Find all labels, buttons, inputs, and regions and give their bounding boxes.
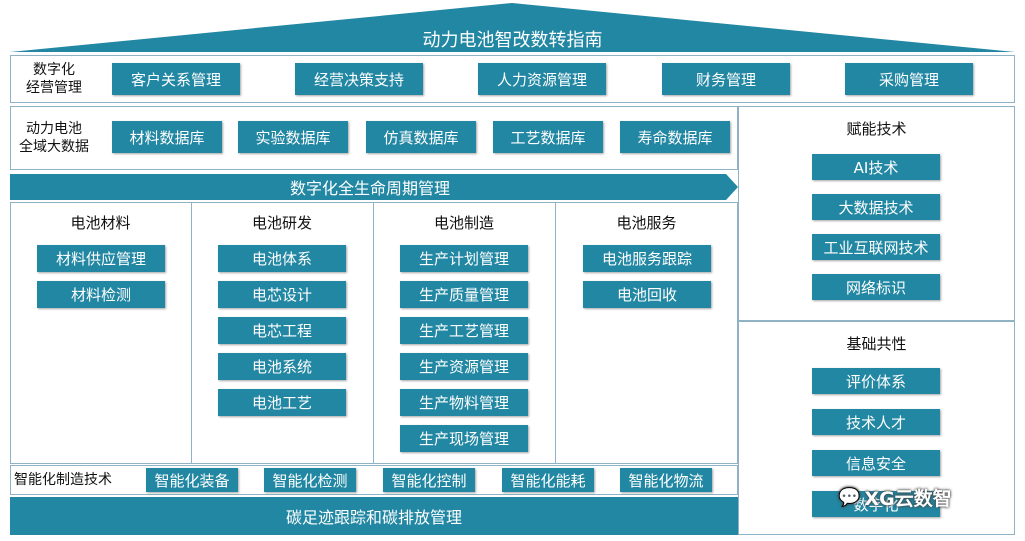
big-data-label: 动力电池 全域大数据 [19, 121, 89, 155]
foundation-title: 基础共性 [846, 335, 907, 353]
column-item: 生产资源管理 [400, 353, 528, 380]
enabling-title: 赋能技术 [846, 120, 907, 138]
enabling-item: 工业互联网技术 [812, 234, 940, 260]
big-data-item: 工艺数据库 [493, 121, 603, 153]
columns-area [10, 202, 738, 464]
big-data-item: 仿真数据库 [366, 121, 476, 153]
smart-mfg-item: 智能化检测 [264, 468, 356, 492]
column-item: 材料供应管理 [37, 245, 165, 272]
carbon-footer: 碳足迹跟踪和碳排放管理 [10, 497, 738, 535]
smart-mfg-item: 智能化物流 [620, 468, 712, 492]
enabling-item: AI技术 [812, 154, 940, 180]
enabling-item: 网络标识 [812, 274, 940, 300]
roof-banner [10, 3, 1015, 52]
page-title: 动力电池智改数转指南 [422, 30, 603, 51]
column-item: 生产物料管理 [400, 389, 528, 416]
column-title: 电池研发 [251, 214, 312, 232]
lifecycle-label: 数字化全生命周期管理 [289, 179, 450, 198]
column-item: 电池体系 [218, 245, 346, 272]
column-item: 电池服务跟踪 [583, 245, 711, 272]
digital-ops-item: 客户关系管理 [112, 63, 240, 95]
big-data-item: 实验数据库 [238, 121, 348, 153]
column-item: 电池工艺 [218, 389, 346, 416]
wechat-icon: 💬 [838, 486, 861, 508]
foundation-item: 数字化 [812, 491, 940, 517]
column-title: 电池材料 [70, 214, 131, 232]
smart-mfg-item: 智能化能耗 [502, 468, 594, 492]
column-item: 电池回收 [583, 281, 711, 308]
lifecycle-arrow [10, 174, 738, 200]
smart-mfg-item: 智能化装备 [146, 468, 238, 492]
column-title: 电池服务 [616, 214, 677, 232]
foundation-item: 技术人才 [812, 409, 940, 435]
digital-ops-label: 数字化 经营管理 [26, 62, 82, 96]
column-divider [191, 202, 192, 464]
column-item: 电池系统 [218, 353, 346, 380]
watermark: 💬 XG云数智 [838, 482, 952, 512]
digital-ops-item: 采购管理 [845, 63, 973, 95]
big-data-item: 寿命数据库 [620, 121, 730, 153]
column-item: 材料检测 [37, 281, 165, 308]
enabling-item: 大数据技术 [812, 194, 940, 220]
smart-mfg-item: 智能化控制 [383, 468, 475, 492]
smart-mfg-label: 智能化制造技术 [14, 472, 112, 488]
column-item: 电芯工程 [218, 317, 346, 344]
big-data-item: 材料数据库 [112, 121, 222, 153]
column-item: 电芯设计 [218, 281, 346, 308]
digital-ops-item: 经营决策支持 [295, 63, 423, 95]
watermark-text: XG云数智 [864, 487, 952, 510]
foundation-item: 信息安全 [812, 450, 940, 476]
digital-ops-item: 人力资源管理 [478, 63, 606, 95]
digital-ops-item: 财务管理 [662, 63, 790, 95]
column-item: 生产工艺管理 [400, 317, 528, 344]
foundation-item: 评价体系 [812, 368, 940, 394]
column-divider [555, 202, 556, 464]
column-item: 生产现场管理 [400, 425, 528, 452]
column-divider [373, 202, 374, 464]
column-item: 生产计划管理 [400, 245, 528, 272]
column-title: 电池制造 [433, 214, 494, 232]
smart-mfg-row [10, 465, 738, 495]
column-item: 生产质量管理 [400, 281, 528, 308]
